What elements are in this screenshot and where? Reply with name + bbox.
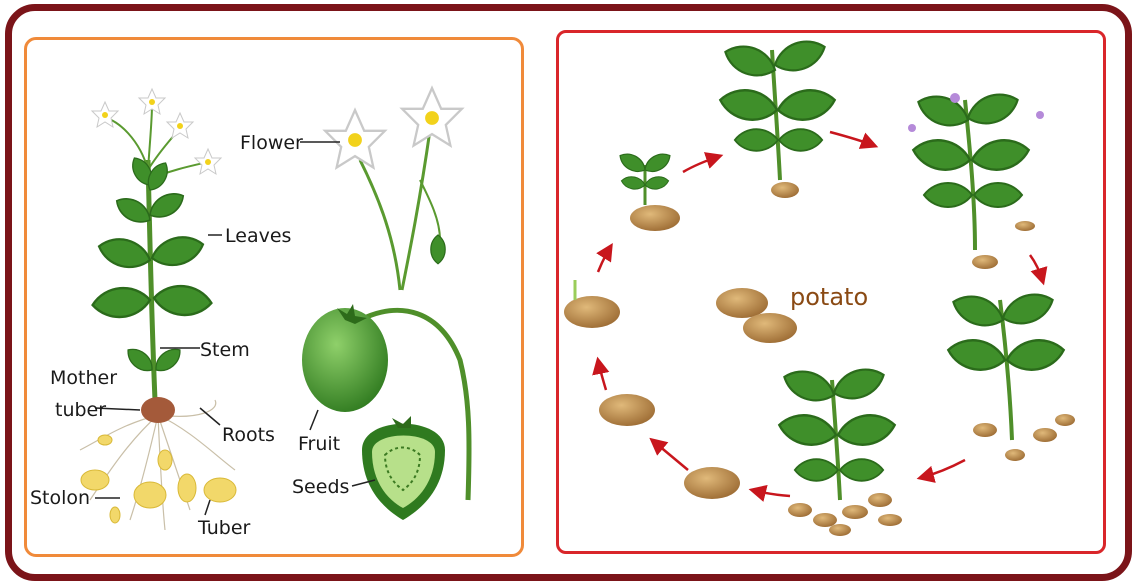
stage-mature-plant — [946, 288, 1075, 461]
stage-young-plant — [718, 35, 837, 198]
stage-sprout — [564, 280, 620, 328]
stage-bottom-potato — [684, 467, 740, 499]
life-cycle-diagram: potato — [564, 35, 1075, 536]
flower-fruit-detail: Flower Fruit Seeds — [240, 88, 469, 520]
label-seeds: Seeds — [292, 476, 349, 498]
label-leaves: Leaves — [225, 225, 291, 247]
center-label-potato: potato — [790, 283, 868, 311]
tubers — [81, 435, 236, 523]
stage-flowering-plant — [908, 88, 1044, 269]
label-roots: Roots — [222, 424, 275, 446]
stage-harvest-plant — [777, 363, 902, 536]
label-mother-tuber: tuber — [55, 399, 106, 421]
label-tuber: Tuber — [197, 517, 251, 539]
label-stolon: Stolon — [30, 487, 90, 509]
mother-tuber — [141, 397, 175, 423]
label-stem: Stem — [200, 339, 250, 361]
plant-diagram: Leaves Stem Mother tuber Roots Stolon Tu… — [30, 89, 291, 539]
center-potatoes — [716, 288, 797, 343]
stage-seed-potato — [599, 394, 655, 426]
label-fruit: Fruit — [298, 433, 340, 455]
label-mother: Mother — [50, 367, 117, 389]
stage-seedling — [616, 149, 680, 231]
label-flower: Flower — [240, 132, 303, 154]
fruit — [302, 308, 388, 412]
